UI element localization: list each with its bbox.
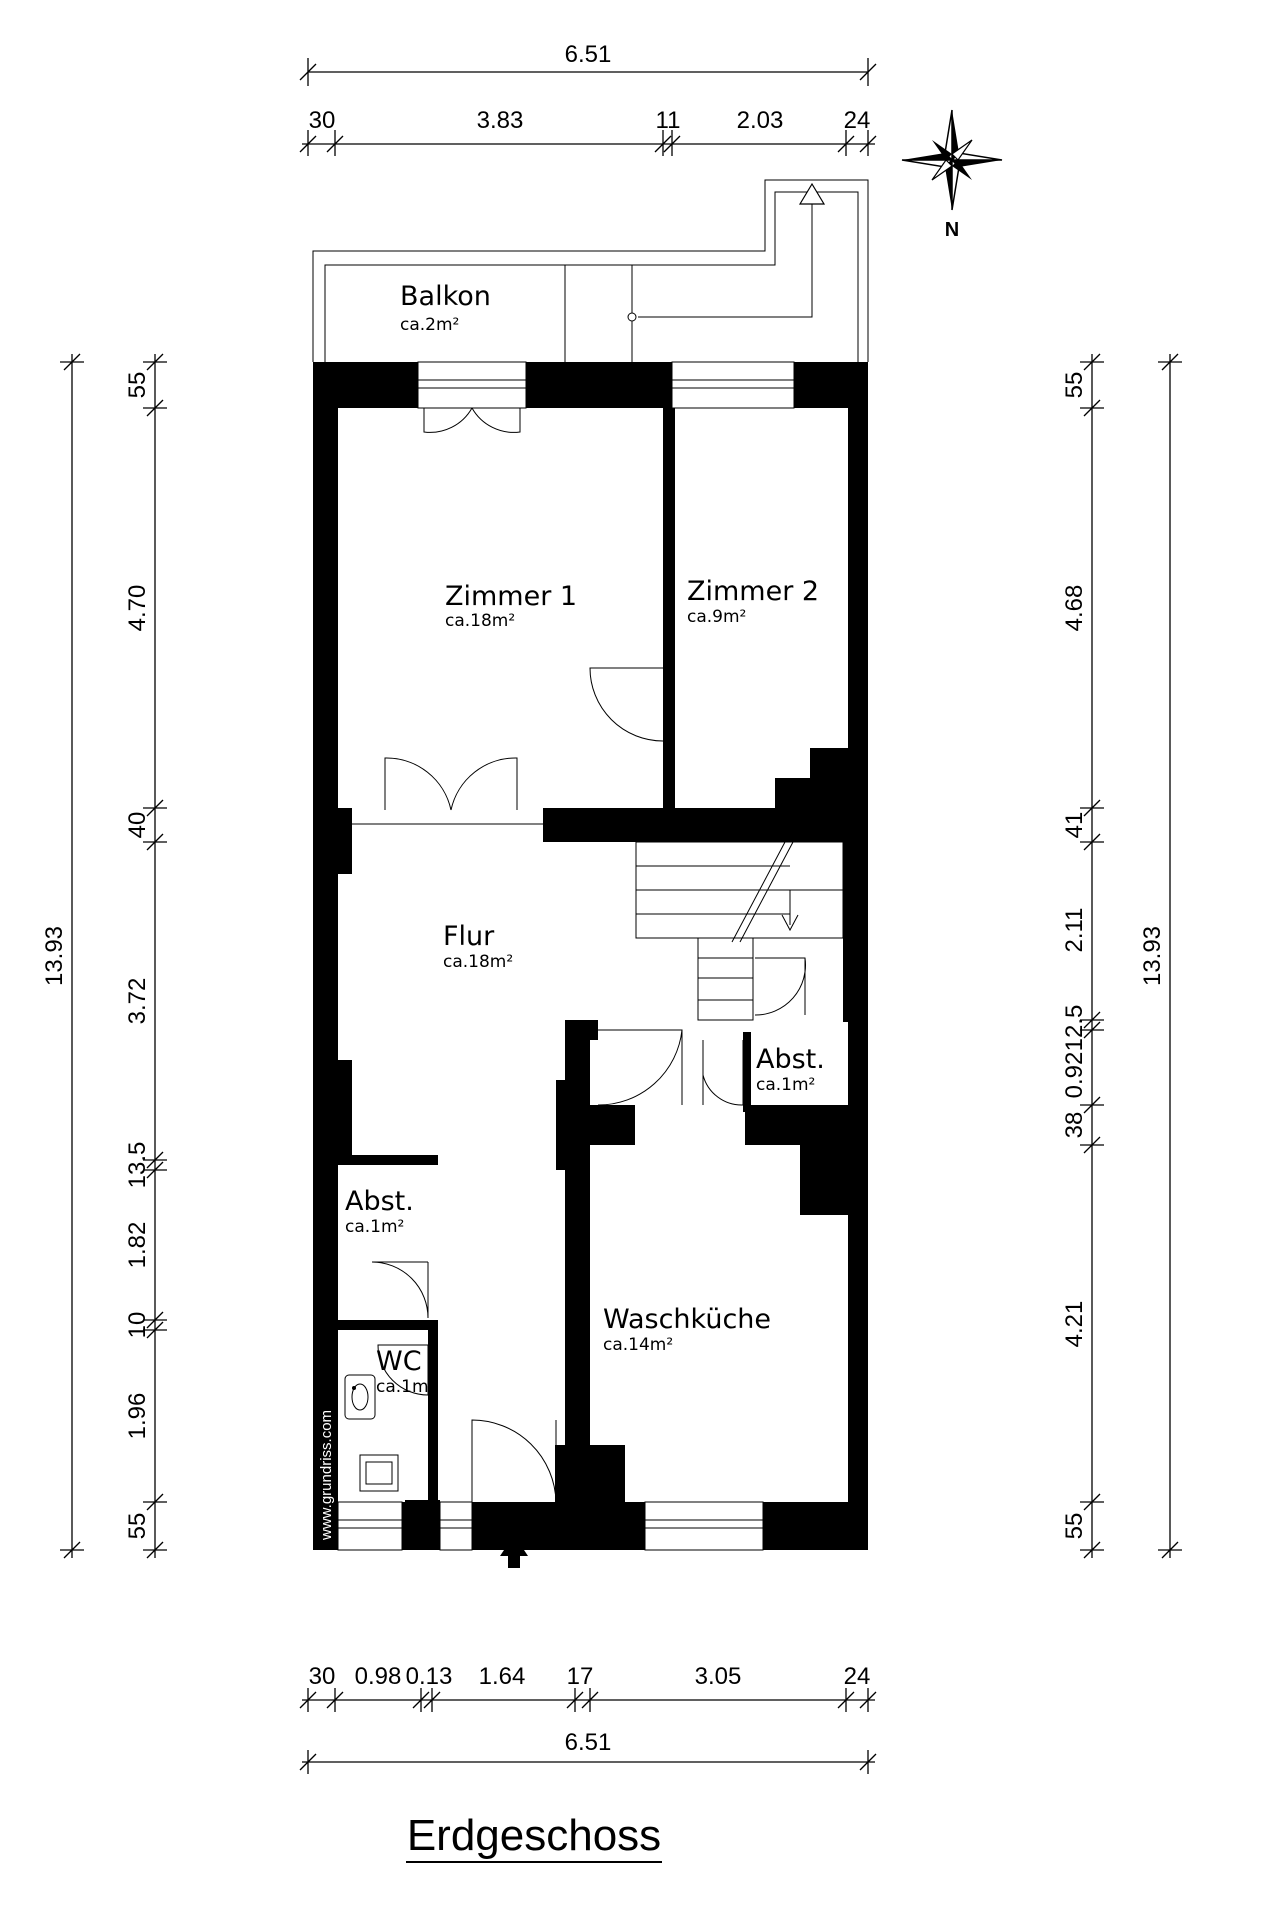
- left-dimensions: 13.93 55 4.70 40 3.72 13.5 1.82 10 1.96 …: [41, 353, 167, 1559]
- dim-right-1: 55: [1061, 372, 1088, 399]
- dim-right-7: 38: [1061, 1112, 1088, 1139]
- top-dimensions: 6.51 30 3.83 11 2.03 24: [299, 41, 877, 156]
- dim-right-5: 12.5: [1061, 1005, 1088, 1052]
- dim-left-1: 55: [124, 372, 151, 399]
- doors: [352, 407, 806, 1503]
- dim-left-7: 10: [124, 1312, 151, 1339]
- dim-right-9: 55: [1061, 1513, 1088, 1540]
- dim-top-4: 2.03: [737, 107, 784, 134]
- dim-right-6: 0.92: [1061, 1052, 1088, 1099]
- balcony: [312, 179, 869, 362]
- dim-right-3: 41: [1061, 812, 1088, 839]
- dim-right-4: 2.11: [1061, 908, 1088, 953]
- walls: [313, 362, 868, 1550]
- dim-top-3: 11: [656, 107, 681, 134]
- bottom-dimensions: 30 0.98 0.13 1.64 17 3.05 24 6.51: [299, 1663, 877, 1774]
- windows: [337, 361, 795, 1551]
- room-area-flur: ca.18m²: [443, 952, 513, 972]
- dim-left-9: 55: [124, 1513, 151, 1540]
- room-name-waschkueche: Waschküche: [603, 1304, 771, 1335]
- dim-right-total: 13.93: [1139, 926, 1166, 986]
- dim-bottom-5: 17: [567, 1663, 594, 1690]
- dim-bottom-2: 0.98: [355, 1663, 402, 1690]
- dim-left-3: 40: [124, 812, 151, 839]
- room-area-waschkueche: ca.14m²: [603, 1335, 673, 1355]
- dim-top-total: 6.51: [565, 41, 612, 68]
- dim-left-2: 4.70: [124, 585, 151, 632]
- right-dimensions: 55 4.68 41 2.11 12.5 0.92 38 4.21 55 13.…: [1061, 353, 1182, 1559]
- room-name-zimmer1: Zimmer 1: [445, 581, 577, 612]
- north-label: N: [945, 219, 959, 241]
- dim-top-2: 3.83: [477, 107, 524, 134]
- dim-left-6: 1.82: [124, 1222, 151, 1269]
- room-name-abst-left: Abst.: [345, 1186, 414, 1217]
- compass-icon: N: [901, 109, 1003, 241]
- dim-top-5: 24: [844, 107, 871, 134]
- wc-fixtures: [344, 1374, 399, 1492]
- page-title: Erdgeschoss: [407, 1811, 661, 1860]
- entrance-arrow-icon: [500, 1535, 528, 1568]
- watermark: www.grundriss.com: [318, 1410, 335, 1541]
- room-area-balkon: ca.2m²: [400, 315, 459, 335]
- dim-bottom-7: 24: [844, 1663, 871, 1690]
- dim-bottom-3: 0.13: [406, 1663, 453, 1690]
- room-name-balkon: Balkon: [400, 281, 491, 312]
- room-area-wc: ca.1m²: [376, 1377, 435, 1397]
- dim-top-1: 30: [309, 107, 336, 134]
- room-name-flur: Flur: [443, 921, 495, 952]
- dim-left-4: 3.72: [124, 978, 151, 1025]
- dim-bottom-6: 3.05: [695, 1663, 742, 1690]
- dim-right-8: 4.21: [1061, 1301, 1088, 1348]
- dim-left-total: 13.93: [41, 926, 68, 986]
- plan-title: Erdgeschoss: [406, 1811, 662, 1863]
- dim-left-5: 13.5: [124, 1142, 151, 1189]
- room-area-abst-right: ca.1m²: [756, 1075, 815, 1095]
- room-area-zimmer2: ca.9m²: [687, 607, 746, 627]
- dim-left-8: 1.96: [124, 1393, 151, 1440]
- room-name-abst-right: Abst.: [756, 1044, 825, 1075]
- room-area-abst-left: ca.1m²: [345, 1217, 404, 1237]
- room-area-zimmer1: ca.18m²: [445, 611, 515, 631]
- dim-bottom-4: 1.64: [479, 1663, 526, 1690]
- dim-bottom-total: 6.51: [565, 1729, 612, 1756]
- room-labels: Balkon ca.2m² Zimmer 1 ca.18m² Zimmer 2 …: [345, 281, 825, 1397]
- dim-bottom-1: 30: [309, 1663, 336, 1690]
- stairs: [635, 841, 844, 1021]
- room-name-zimmer2: Zimmer 2: [687, 576, 819, 607]
- dim-right-2: 4.68: [1061, 585, 1088, 632]
- room-name-wc: WC: [376, 1346, 422, 1377]
